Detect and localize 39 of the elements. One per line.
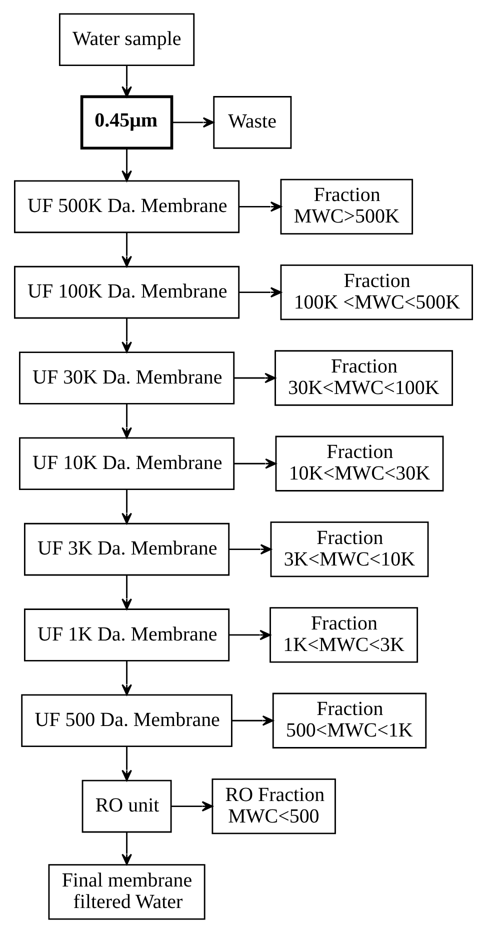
arrow — [121, 832, 132, 865]
node-box: Fraction 1K<MWC<3K — [269, 607, 418, 663]
arrow — [121, 575, 132, 610]
arrow — [121, 489, 132, 524]
arrow — [121, 148, 132, 182]
node-box: RO Fraction MWC<500 — [211, 778, 336, 834]
arrow — [121, 232, 132, 268]
arrow — [228, 630, 270, 640]
node-box: UF 100K Da. Membrane — [14, 266, 240, 319]
arrow — [238, 287, 282, 298]
node-box: UF 10K Da. Membrane — [18, 437, 234, 490]
arrow — [121, 318, 132, 353]
node-box: UF 30K Da. Membrane — [18, 352, 234, 404]
arrow — [121, 660, 132, 696]
node-box: Fraction MWC>500K — [280, 178, 413, 234]
node-box: UF 3K Da. Membrane — [24, 522, 230, 576]
node-box: UF 500 Da. Membrane — [20, 694, 232, 748]
node-box: Waste — [212, 96, 292, 149]
arrow — [121, 746, 132, 782]
arrow — [171, 117, 214, 128]
node-box: Fraction 100K <MWC<500K — [280, 264, 472, 320]
arrow — [121, 404, 132, 438]
arrow — [234, 458, 276, 469]
node-box: Fraction 3K<MWC<10K — [270, 521, 428, 578]
arrow — [238, 201, 282, 212]
arrow — [232, 715, 274, 726]
node-box: Fraction 10K<MWC<30K — [274, 436, 444, 492]
arrow — [228, 544, 272, 555]
node-box: RO unit — [81, 780, 172, 833]
arrow — [121, 65, 132, 98]
node-box: Fraction 30K<MWC<100K — [274, 350, 453, 406]
node-box: UF 500K Da. Membrane — [14, 180, 240, 234]
node-box: 0.45μm — [80, 95, 173, 150]
arrow — [234, 372, 276, 384]
node-box: Fraction 500<MWC<1K — [272, 692, 426, 748]
node-box: Final membrane filtered Water — [48, 864, 205, 920]
node-box: Water sample — [58, 13, 194, 66]
node-box: UF 1K Da. Membrane — [24, 608, 230, 662]
arrow — [171, 801, 213, 812]
